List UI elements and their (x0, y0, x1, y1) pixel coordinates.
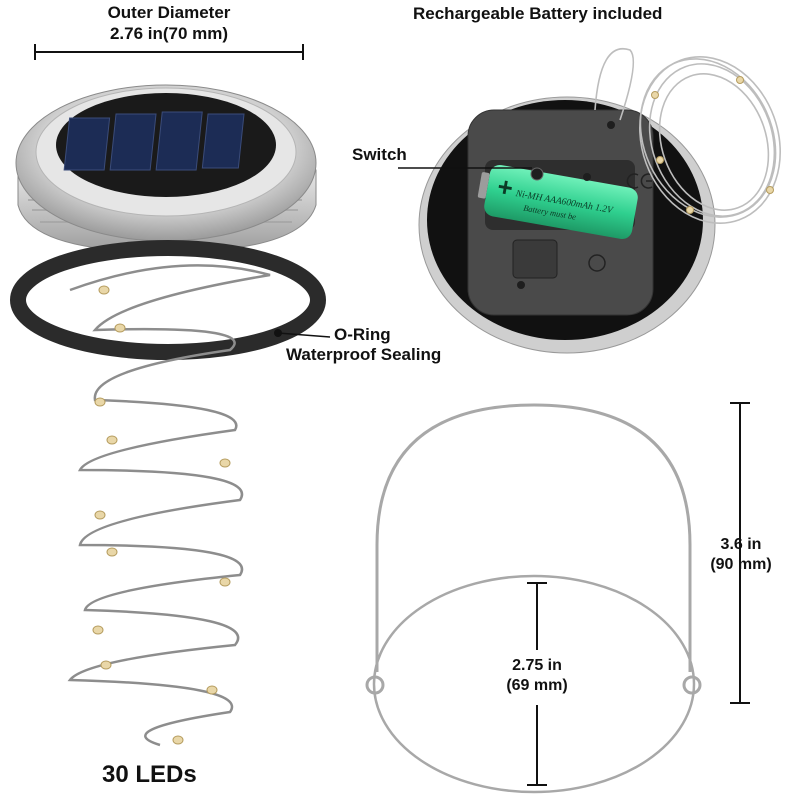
outer-diameter-value: 2.76 in(70 mm) (109, 23, 229, 43)
led-wire-coil (67, 264, 271, 747)
led-bulb (98, 285, 110, 295)
ring-dimension-line (527, 582, 547, 786)
ring-diameter-label: 2.75 in (69 mm) (490, 657, 584, 695)
led-bulb (94, 397, 106, 407)
svg-text:+: + (495, 171, 515, 203)
switch-button (530, 167, 544, 181)
height-label-in: 3.6 in (720, 536, 762, 553)
recycle-icon (588, 254, 606, 272)
outer-diameter-title: Outer Diameter (107, 3, 231, 22)
bundle-led-bulbs (651, 76, 774, 214)
o-ring-label-line1: O-Ring (334, 325, 391, 344)
led-bulb (219, 458, 231, 468)
ring-diameter-label-mm: (69 mm) (506, 676, 568, 694)
solar-panel (63, 111, 245, 171)
led-bulb (106, 435, 118, 445)
battery-title: Rechargeable Battery included (413, 4, 663, 23)
height-dimension-line (730, 402, 750, 704)
led-bulb (172, 735, 184, 745)
battery: + Ni-MH AAA600mAh 1.2V Battery must be (477, 164, 638, 240)
led-bulb (206, 685, 218, 695)
led-bulb (100, 660, 112, 670)
ring-diameter-label-in: 2.75 in (512, 657, 562, 674)
solar-lid (15, 84, 317, 253)
o-ring-label-line2: Waterproof Sealing (286, 344, 442, 364)
led-bulb (219, 577, 231, 587)
o-ring-pointer (274, 329, 331, 338)
ce-mark-icon (626, 173, 653, 189)
led-bulb (106, 547, 118, 557)
wire-coil-bundle (594, 48, 782, 224)
switch-label: Switch (352, 145, 407, 164)
battery-lid-underside: + Ni-MH AAA600mAh 1.2V Battery must be (418, 96, 716, 354)
led-bulb (92, 625, 104, 635)
height-label: 3.6 in (90 mm) (698, 536, 784, 574)
outer-diameter-dimension-line (34, 44, 304, 60)
o-ring (10, 240, 326, 360)
height-label-mm: (90 mm) (710, 555, 772, 573)
led-bulb (94, 510, 106, 520)
led-count-label: 30 LEDs (102, 761, 197, 788)
led-bulbs (92, 285, 231, 745)
led-bulb (114, 323, 126, 333)
wire-hanger (365, 403, 702, 794)
o-ring-label: O-Ring Waterproof Sealing (286, 326, 441, 364)
outer-diameter-label: Outer Diameter 2.76 in(70 mm) (60, 4, 278, 43)
